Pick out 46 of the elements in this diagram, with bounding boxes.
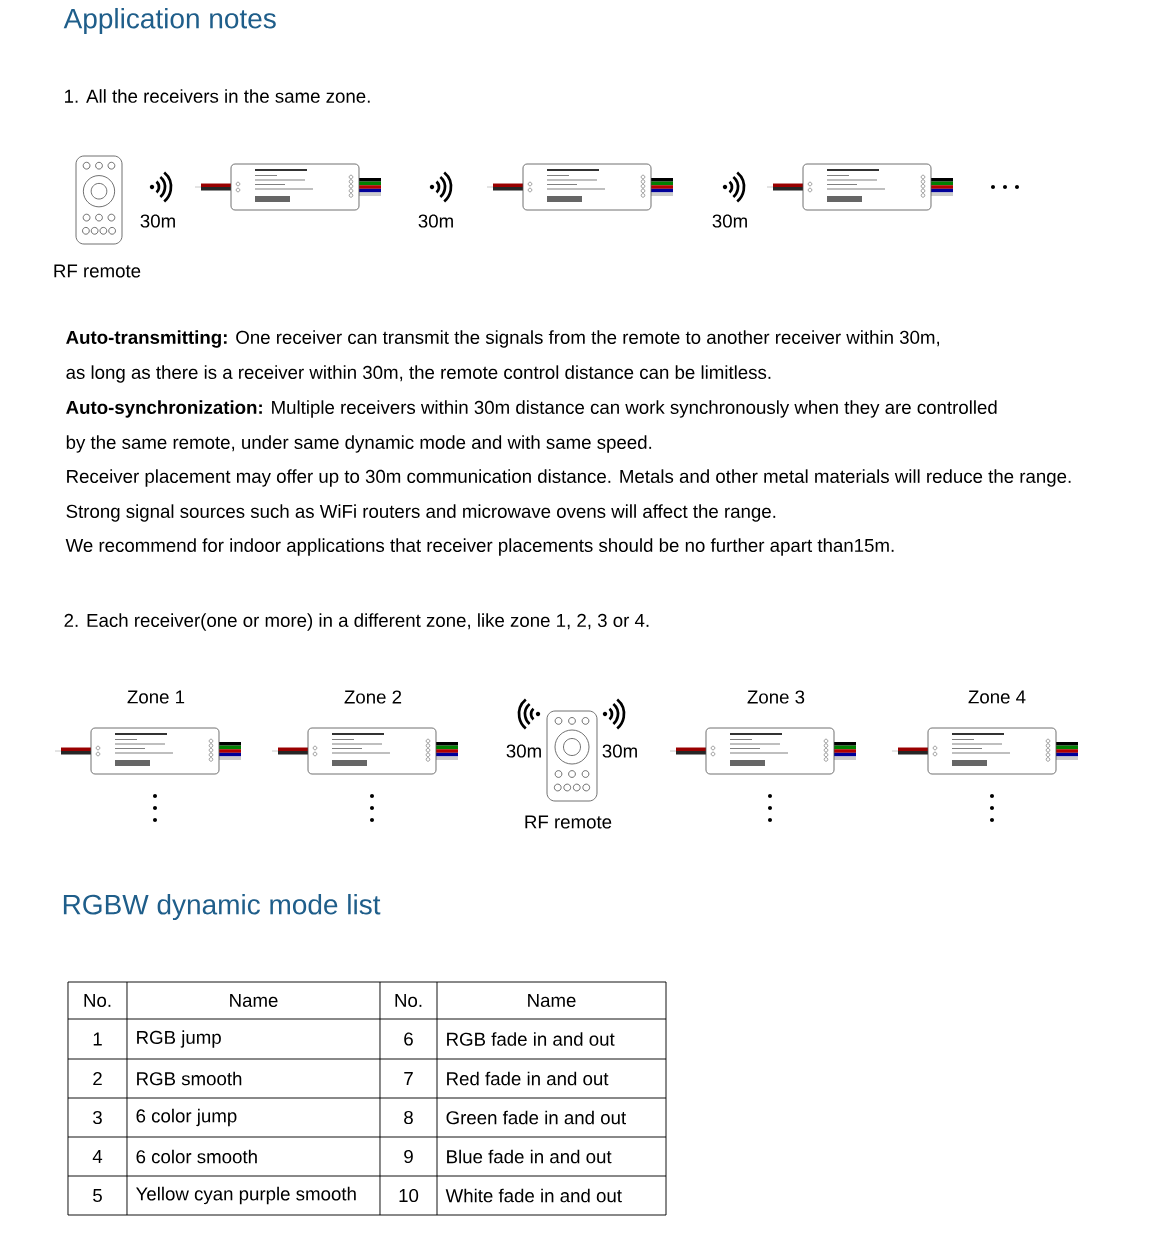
mode-name: RGB smooth (137, 1071, 242, 1086)
body-text: We recommend for indoor applications that receiver placements should be no further apart than15m. (65, 538, 894, 556)
mode-name: Red fade in and out (447, 1071, 609, 1086)
mode-name: 6 color jump (136, 1108, 237, 1127)
mode-name: Yellow cyan purple smooth (136, 1186, 356, 1205)
body-text: as long as there is a receiver within 30m, the remote control distance can be limitless. (66, 365, 771, 383)
mode-name: White fade in and out (445, 1188, 622, 1203)
column-header: No. (395, 994, 422, 1008)
mode-name: RGB fade in and out (447, 1032, 615, 1046)
heading: Application notes (63, 7, 276, 35)
distance-label: 30m (602, 744, 637, 758)
body-text: Auto-synchronization: Multiple receivers within 30m distance can work synchronously when they are controlled (66, 400, 997, 418)
mode-number: 2 (93, 1072, 102, 1086)
zone-label: Zone 3 (747, 690, 805, 704)
device-label: RF remote (54, 264, 141, 278)
column-header: Name (528, 994, 576, 1008)
body-text: by the same remote, under same dynamic mode and with same speed. (66, 435, 652, 453)
section-heading: 1. All the receivers in the same zone. (65, 89, 370, 103)
body-text: Strong signal sources such as WiFi routers and microwave ovens will affect the range. (66, 504, 776, 522)
distance-label: 30m (418, 214, 453, 228)
device-label: RF remote (525, 815, 612, 829)
mode-number: 7 (404, 1072, 413, 1085)
mode-number: 9 (404, 1149, 413, 1164)
mode-number: 3 (93, 1110, 102, 1125)
mode-number: 1 (93, 1032, 102, 1046)
mode-name: Green fade in and out (446, 1110, 626, 1125)
mode-number: 8 (404, 1110, 413, 1125)
distance-label: 30m (140, 214, 175, 228)
mode-number: 10 (399, 1188, 419, 1203)
column-header: Name (230, 994, 278, 1008)
zone-label: Zone 2 (344, 690, 402, 704)
column-header: No. (84, 994, 111, 1008)
mode-number: 5 (93, 1189, 102, 1203)
zone-label: Zone 1 (127, 690, 185, 704)
body-text: Receiver placement may offer up to 30m communication distance. Metals and other metal materials will reduce the range. (67, 469, 1071, 487)
body-text: Auto-transmitting: One receiver can transmit the signals from the remote to another receiver within 30m, (66, 330, 939, 348)
zone-label: Zone 4 (968, 690, 1026, 704)
mode-number: 4 (92, 1150, 103, 1163)
mode-name: Blue fade in and out (447, 1149, 612, 1164)
distance-label: 30m (506, 744, 541, 758)
distance-label: 30m (712, 214, 747, 228)
heading: RGBW dynamic mode list (63, 893, 381, 921)
mode-name: 6 color smooth (136, 1149, 257, 1164)
section-heading: 2. Each receiver(one or more) in a different zone, like zone 1, 2, 3 or 4. (64, 613, 649, 631)
mode-number: 6 (404, 1032, 413, 1046)
mode-name: RGB jump (137, 1030, 221, 1048)
